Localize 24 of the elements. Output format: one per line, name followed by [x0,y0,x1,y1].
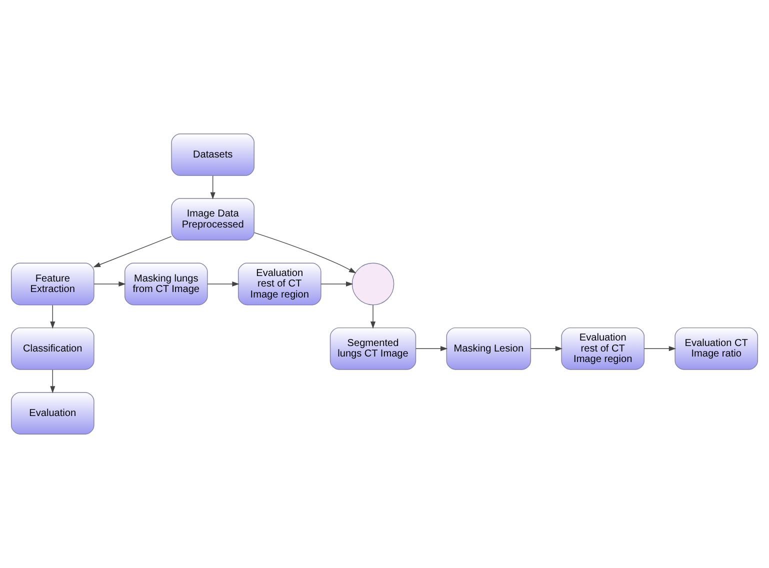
node-box: Masking Lesion [446,327,532,370]
arrow [210,175,216,200]
arrow [50,304,56,329]
arrow [207,281,240,287]
arrow [94,281,126,287]
node-box: Image Data Preprocessed [171,198,254,241]
arrow [644,346,676,352]
node-box: Evaluation rest of CT Image region [561,327,645,370]
arrow [370,304,376,329]
node-box: Segmented lungs CT Image [330,327,416,370]
arrow [320,281,354,287]
node-box: Masking lungs from CT Image [124,262,208,306]
node-box: Classification [10,327,94,370]
arrow [530,346,563,352]
arrow [93,236,172,268]
node-box: Datasets [171,134,254,176]
node-circle [352,262,394,306]
arrow [254,232,356,274]
arrow [50,369,56,394]
node-box: Evaluation rest of CT Image region [238,262,322,306]
arrow [416,346,448,352]
node-box: Evaluation [10,392,94,434]
node-box: Evaluation CT Image ratio [674,327,758,370]
node-box: Feature Extraction [10,262,94,306]
